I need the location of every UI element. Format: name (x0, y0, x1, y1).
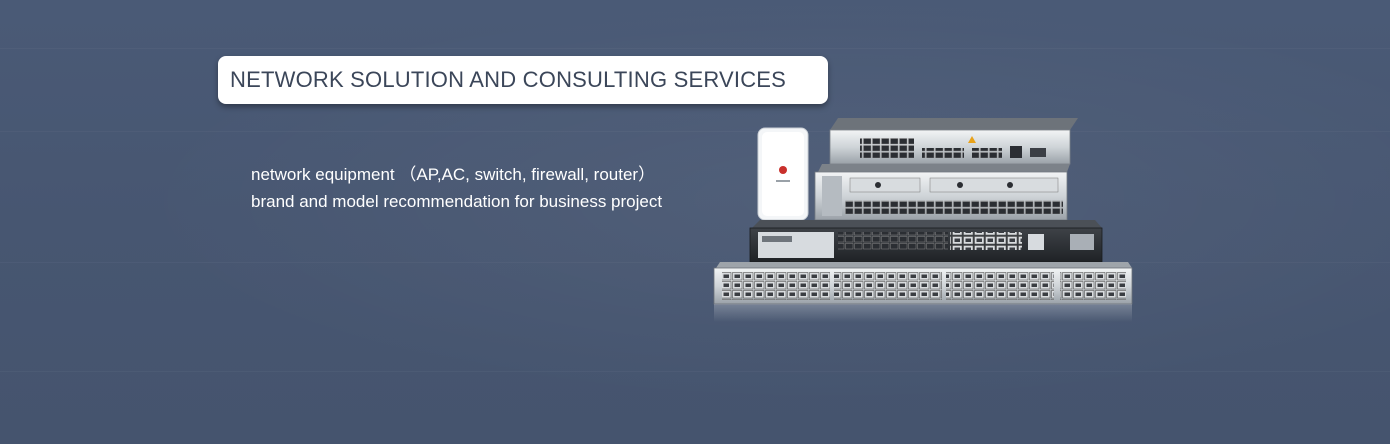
floor-reflection (714, 304, 1132, 322)
banner-description-line-2: brand and model recommendation for busin… (251, 192, 663, 211)
access-controller-device (814, 164, 1070, 221)
router-device (829, 118, 1078, 165)
background-texture (0, 262, 1390, 263)
title-badge: NETWORK SOLUTION AND CONSULTING SERVICES (218, 56, 828, 104)
background-texture (0, 48, 1390, 49)
background-texture (0, 131, 1390, 132)
firewall-device (749, 220, 1103, 263)
switch-device (713, 262, 1133, 305)
banner-description-line-1: network equipment （AP,AC, switch, firewa… (251, 165, 656, 184)
banner-title: NETWORK SOLUTION AND CONSULTING SERVICES (230, 67, 787, 92)
background-texture (0, 371, 1390, 372)
access-point-device (757, 127, 809, 221)
network-equipment-illustration (713, 118, 1133, 322)
